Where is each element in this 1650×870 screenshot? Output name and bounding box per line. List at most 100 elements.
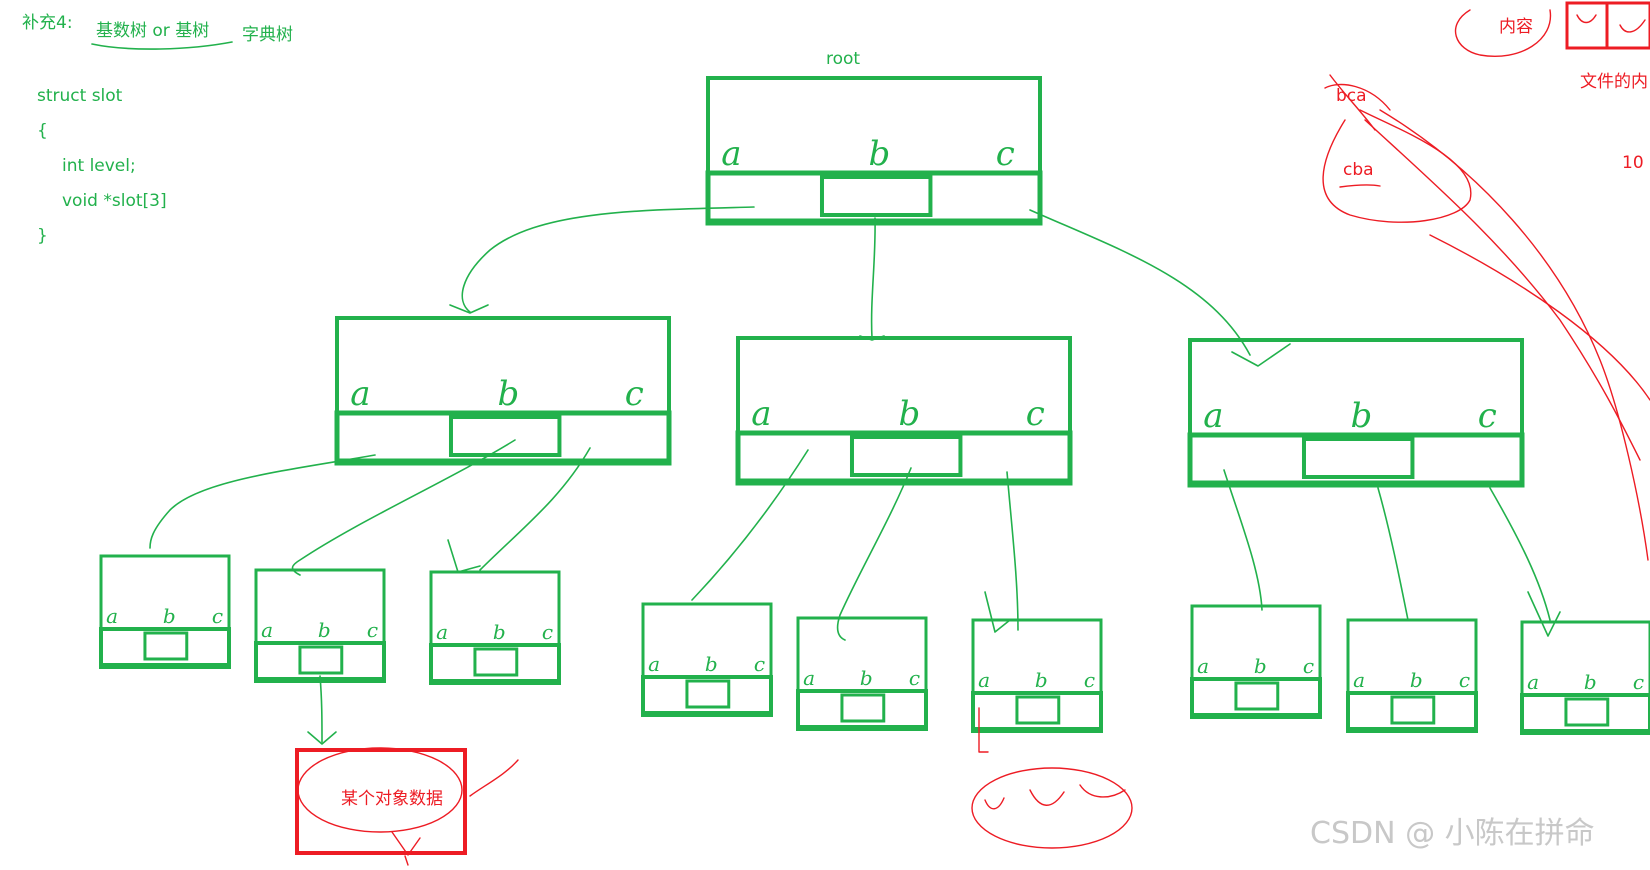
node-slot-middle (473, 647, 519, 677)
slot-letter-b: b (1350, 396, 1372, 436)
watermark: CSDN @ 小陈在拼命 (1310, 816, 1595, 851)
slot-letter-a: a (1203, 396, 1223, 436)
node-slot-middle (819, 175, 933, 217)
slot-letter-b: b (163, 604, 176, 628)
object-data-circle (297, 747, 463, 833)
slot-letter-c: c (909, 666, 920, 690)
edge-leaf-object (319, 675, 323, 743)
slot-letter-a: a (1197, 654, 1209, 678)
red-link-2 (1379, 109, 1649, 561)
red-link-4 (1429, 234, 1650, 401)
leaf-red-marks (984, 784, 1126, 810)
node-slot-middle (1234, 681, 1280, 711)
content-circle (1454, 9, 1552, 57)
node-slot-middle (1564, 697, 1610, 727)
note-subtitle: 基数树 or 基树 (96, 21, 209, 41)
slot-letter-a: a (350, 374, 370, 414)
cba-label: cba (1343, 160, 1374, 180)
edge-root-a (461, 206, 755, 313)
code-line-5: } (37, 226, 48, 246)
edge-l1-c-arrow (447, 539, 481, 573)
content-box-1 (1565, 1, 1609, 50)
slot-letter-c: c (625, 374, 644, 414)
slot-letter-a: a (436, 620, 448, 644)
content-box-check-2 (1619, 19, 1646, 33)
slot-letter-b: b (868, 134, 890, 174)
tree-node-l1-b: a b c (735, 336, 1073, 486)
edge-l3-c (1489, 487, 1551, 621)
edge-l2-a (691, 449, 809, 601)
slot-letter-a: a (721, 134, 741, 174)
leaf-red-drop (978, 707, 989, 753)
edge-root-b (870, 217, 876, 339)
slot-letter-a: a (648, 652, 660, 676)
note-underline (91, 41, 233, 50)
tree-node-leaf-7: a b c (1190, 604, 1322, 719)
edge-leaf-object-arrow (307, 731, 337, 745)
slot-letter-c: c (1303, 654, 1314, 678)
content-box-check-1 (1576, 14, 1597, 24)
slot-letter-b: b (497, 374, 519, 414)
slot-letter-b: b (705, 652, 718, 676)
leaf-red-oval (971, 767, 1133, 849)
node-slot-middle (685, 679, 731, 709)
tree-node-leaf-2: a b c (254, 568, 386, 683)
node-slot-middle (298, 645, 344, 675)
object-data-check (469, 759, 519, 797)
node-slot-row (99, 627, 231, 669)
slot-letter-a: a (261, 618, 273, 642)
tree-node-leaf-4: a b c (641, 602, 773, 717)
edges (149, 206, 1561, 745)
edge-l2-c-arrow (984, 591, 1011, 633)
edge-l1-b (291, 439, 516, 576)
node-slot-middle (448, 415, 562, 457)
node-slot-row (971, 691, 1103, 733)
object-data-label: 某个对象数据 (341, 789, 443, 809)
code-line-2: { (37, 121, 48, 141)
object-data-box (295, 748, 467, 855)
node-slot-row (429, 643, 561, 685)
slot-letter-c: c (367, 618, 378, 642)
node-slot-middle (1390, 695, 1436, 725)
slot-letter-c: c (212, 604, 223, 628)
node-slot-row (1520, 693, 1650, 735)
edge-l3-a (1223, 469, 1263, 611)
object-data-tail (391, 831, 421, 866)
tree-node-l1-a: a b c (334, 316, 672, 466)
edge-root-b-arrow (859, 335, 885, 341)
slot-letter-c: c (754, 652, 765, 676)
slot-letter-b: b (1584, 670, 1597, 694)
slot-letter-b: b (493, 620, 506, 644)
node-slot-row (1190, 677, 1322, 719)
code-line-3: int level; (62, 156, 136, 176)
slot-letter-c: c (1026, 394, 1045, 434)
code-line-1: struct slot (37, 86, 123, 106)
red-annotations: 某个对象数据 内容 文件的内 bca cba 10 (295, 1, 1650, 866)
edge-root-c-arrow (1231, 343, 1291, 367)
content-label: 内容 (1499, 17, 1533, 37)
slot-letter-c: c (1478, 396, 1497, 436)
root-label: root (826, 49, 860, 69)
cba-underline (1339, 184, 1381, 188)
slot-letter-a: a (1353, 668, 1365, 692)
slot-letter-b: b (1254, 654, 1267, 678)
slot-letter-a: a (751, 394, 771, 434)
note-subtitle2: 字典树 (242, 25, 293, 45)
edge-root-c (1029, 209, 1251, 356)
slot-letter-a: a (1527, 670, 1539, 694)
slot-letter-b: b (898, 394, 920, 434)
node-slot-row (641, 675, 773, 717)
edge-l1-a (149, 454, 376, 549)
slot-letter-b: b (1410, 668, 1423, 692)
num-label: 10 (1622, 153, 1644, 173)
node-slot-row (796, 689, 928, 731)
slot-letter-b: b (318, 618, 331, 642)
slot-letter-c: c (996, 134, 1015, 174)
node-slot-middle (849, 435, 963, 477)
